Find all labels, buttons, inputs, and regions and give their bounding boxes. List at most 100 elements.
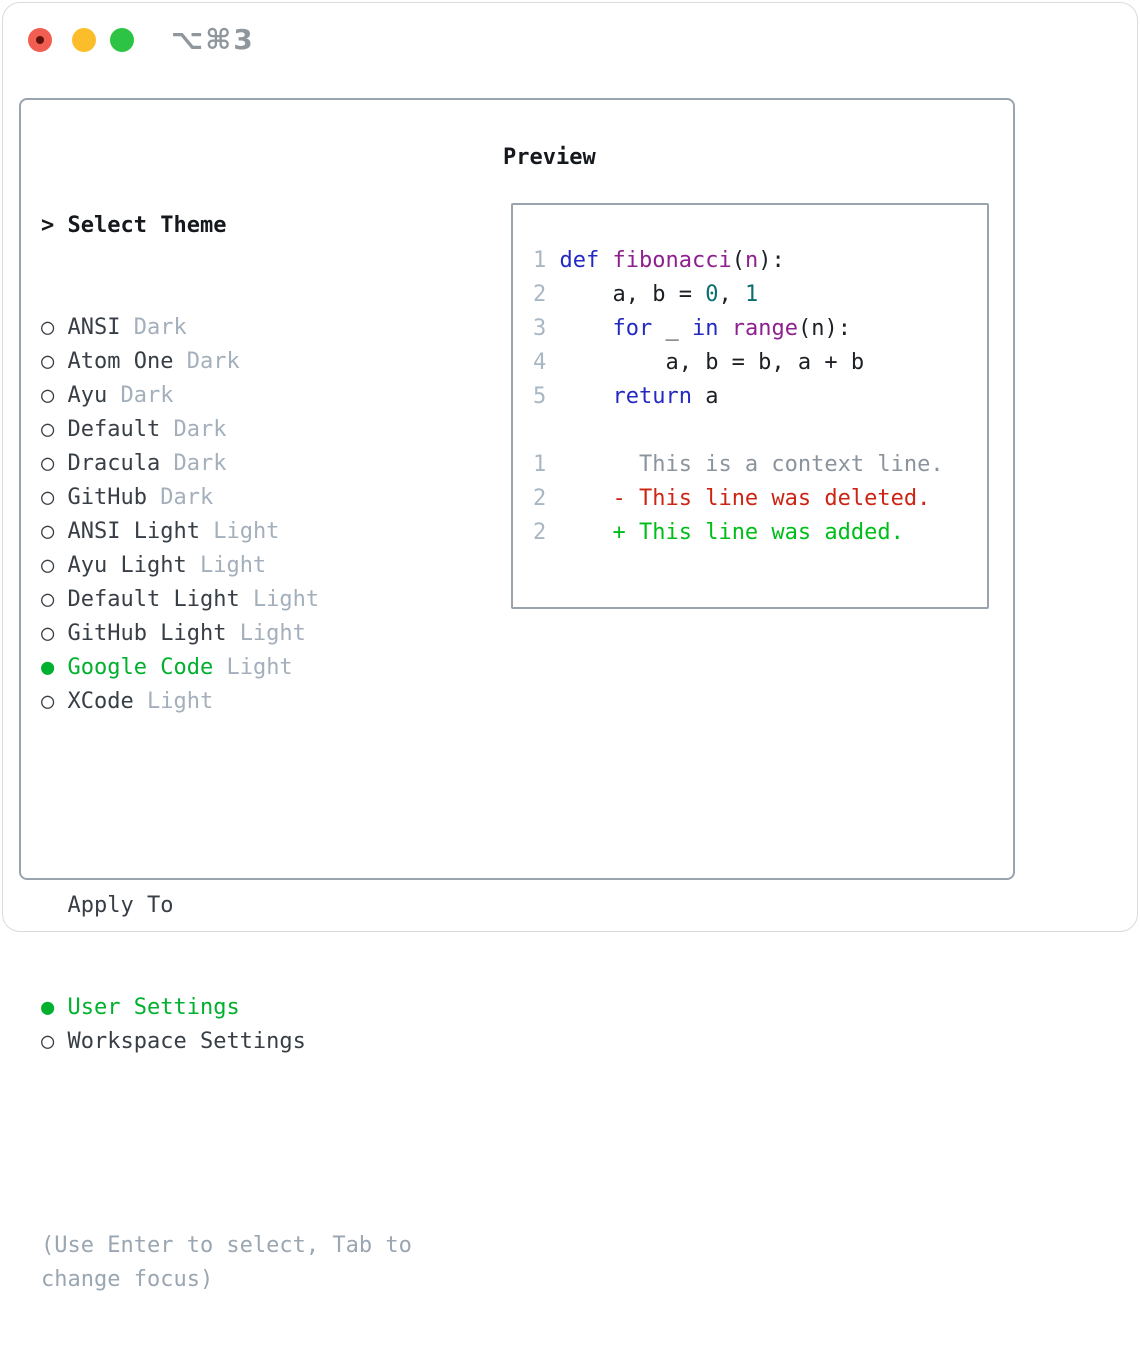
theme-option[interactable]: ● Google Code Light [41, 651, 481, 685]
code-line: 1 def fibonacci(n): [533, 248, 785, 273]
radio-unselected-icon: ○ [41, 621, 68, 646]
code-line: 1 This is a context line. [533, 452, 944, 477]
code-segment: a, b = b, a + b [559, 350, 865, 375]
line-number: 2 [533, 282, 560, 307]
code-line: 2 - This line was deleted. [533, 486, 930, 511]
code-segment [560, 486, 613, 511]
preview-code: 1 def fibonacci(n): 2 a, b = 0, 1 3 for … [513, 205, 987, 550]
zoom-button[interactable] [110, 28, 134, 52]
theme-option[interactable]: ○ GitHub Light Light [41, 617, 481, 651]
theme-option[interactable]: ○ Default Dark [41, 413, 481, 447]
theme-name: ANSI [67, 315, 134, 340]
keyboard-hint-line: (Use Enter to select, Tab to [41, 1233, 412, 1258]
code-segment: a [691, 384, 719, 409]
code-line: 3 for _ in range(n): [533, 316, 851, 341]
left-column: > Select Theme ○ ANSI Dark○ Atom One Dar… [41, 141, 481, 1365]
code-segment: _ [652, 316, 692, 341]
preview-header: Preview [503, 145, 596, 170]
radio-unselected-icon: ○ [41, 417, 68, 442]
theme-name: Google Code [67, 655, 227, 680]
radio-unselected-icon: ○ [41, 519, 68, 544]
radio-unselected-icon: ○ [41, 485, 68, 510]
window-shortcut-label: ⌥⌘3 [171, 23, 255, 56]
code-segment: , [718, 282, 745, 307]
theme-variant: Dark [173, 417, 227, 442]
minimize-button[interactable] [72, 28, 96, 52]
code-segment: range [731, 316, 798, 341]
theme-name: ANSI Light [67, 519, 214, 544]
code-segment [599, 248, 612, 273]
theme-name: Ayu Light [67, 553, 200, 578]
code-segment: a, b = [559, 282, 706, 307]
code-segment: return [612, 384, 692, 409]
theme-name: GitHub [67, 485, 161, 510]
apply-to-list: ● User Settings○ Workspace Settings [41, 991, 481, 1059]
theme-variant: Light [146, 689, 214, 714]
preview-box: 1 def fibonacci(n): 2 a, b = 0, 1 3 for … [511, 203, 989, 609]
cursor-icon: > [41, 213, 68, 238]
line-number: 1 [533, 452, 560, 477]
radio-unselected-icon: ○ [41, 553, 68, 578]
theme-name: Atom One [67, 349, 187, 374]
theme-option[interactable]: ○ Ayu Dark [41, 379, 481, 413]
code-line: 2 a, b = 0, 1 [533, 282, 758, 307]
radio-selected-icon: ● [41, 995, 68, 1020]
code-segment: for [612, 316, 653, 341]
theme-option[interactable]: ○ ANSI Dark [41, 311, 481, 345]
line-number: 5 [533, 384, 560, 409]
radio-unselected-icon: ○ [41, 689, 68, 714]
code-segment [718, 316, 731, 341]
theme-name: Default Light [67, 587, 253, 612]
apply-to-option[interactable]: ○ Workspace Settings [41, 1025, 481, 1059]
spacer [41, 787, 481, 821]
theme-option[interactable]: ○ GitHub Dark [41, 481, 481, 515]
radio-selected-icon: ● [41, 655, 68, 680]
theme-name: Default [67, 417, 174, 442]
theme-name: Ayu [67, 383, 121, 408]
code-segment [560, 384, 613, 409]
theme-option[interactable]: ○ ANSI Light Light [41, 515, 481, 549]
code-segment: ): [758, 248, 785, 273]
apply-to-option[interactable]: ● User Settings [41, 991, 481, 1025]
code-line: 5 return a [533, 384, 718, 409]
theme-name: Dracula [67, 451, 174, 476]
code-segment: + This line was added. [612, 520, 904, 545]
theme-option[interactable]: ○ Ayu Light Light [41, 549, 481, 583]
radio-unselected-icon: ○ [41, 315, 68, 340]
theme-variant: Light [199, 553, 267, 578]
apply-to-header: Apply To [67, 893, 174, 918]
code-segment: fibonacci [612, 248, 732, 273]
line-number: 1 [533, 248, 560, 273]
theme-variant: Light [239, 621, 306, 646]
code-segment: 1 [744, 282, 759, 307]
line-number: 2 [533, 520, 560, 545]
code-segment: This is a context line. [559, 452, 944, 477]
theme-variant: Dark [186, 349, 240, 374]
theme-option[interactable]: ○ Default Light Light [41, 583, 481, 617]
spacer [41, 1127, 481, 1161]
theme-variant: Dark [173, 451, 227, 476]
theme-list: ○ ANSI Dark○ Atom One Dark○ Ayu Dark○ De… [41, 311, 481, 719]
close-button[interactable] [28, 28, 52, 52]
theme-name: GitHub Light [67, 621, 240, 646]
theme-option[interactable]: ○ Atom One Dark [41, 345, 481, 379]
theme-variant: Light [226, 655, 293, 680]
code-segment: def [559, 248, 600, 273]
keyboard-hint-line: change focus) [41, 1267, 214, 1292]
select-theme-title: Select Theme [67, 213, 227, 238]
radio-unselected-icon: ○ [41, 1029, 68, 1054]
theme-variant: Light [252, 587, 320, 612]
code-segment: (n): [797, 316, 851, 341]
theme-option[interactable]: ○ XCode Light [41, 685, 481, 719]
theme-option[interactable]: ○ Dracula Dark [41, 447, 481, 481]
code-segment: 0 [705, 282, 719, 307]
radio-unselected-icon: ○ [41, 349, 68, 374]
theme-variant: Light [213, 519, 280, 544]
title-bar: ⌥⌘3 [3, 3, 1137, 75]
select-theme-header: > Select Theme [41, 209, 481, 243]
code-segment [560, 520, 613, 545]
line-number: 2 [533, 486, 560, 511]
code-segment [560, 316, 613, 341]
theme-name: XCode [67, 689, 147, 714]
radio-unselected-icon: ○ [41, 587, 68, 612]
